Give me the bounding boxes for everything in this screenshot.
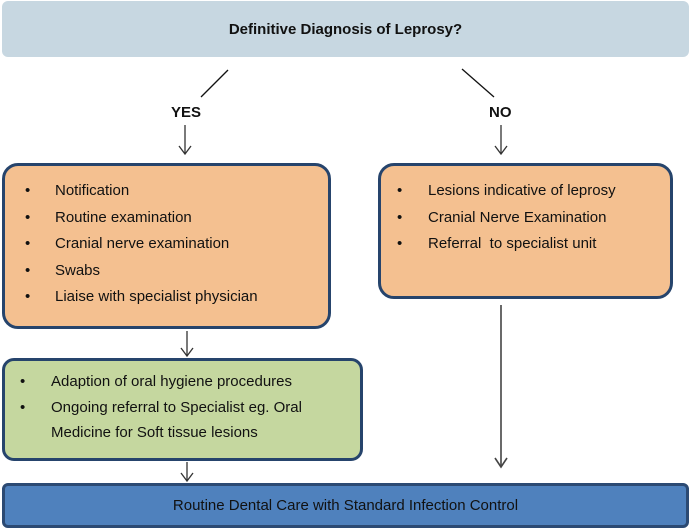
outcome-text: Routine Dental Care with Standard Infect… [172,497,519,514]
no-label: NO [489,104,512,121]
yes-arrow [178,125,192,156]
list-item: •Adaption of oral hygiene procedures [20,369,350,395]
list-item: •Lesions indicative of leprosy [397,178,616,205]
no-actions-list: •Lesions indicative of leprosy •Cranial … [397,178,616,258]
no-to-outcome-arrow [494,305,508,469]
bullet-icon: • [20,373,26,390]
bullet-icon: • [25,261,31,279]
no-actions-box: •Lesions indicative of leprosy •Cranial … [378,163,673,299]
list-item: •Notification [25,178,258,205]
list-item: •Ongoing referral to Specialist eg. Oral… [20,395,350,446]
yes-to-green-arrow [180,331,194,358]
list-item: •Cranial Nerve Examination [397,205,616,232]
bullet-icon: • [397,182,403,199]
no-branch-line [461,68,495,98]
bullet-icon: • [25,208,31,226]
list-item: •Cranial nerve examination [25,231,258,258]
yes-actions-box: •Notification •Routine examination •Cran… [2,163,331,329]
outcome-box: Routine Dental Care with Standard Infect… [2,483,689,528]
bullet-icon: • [397,208,403,226]
list-item: •Swabs [25,258,258,285]
no-arrow [494,125,508,156]
yes-label: YES [171,104,202,121]
yes-branch-line [200,69,229,98]
yes-actions-list: •Notification •Routine examination •Cran… [25,178,258,311]
green-to-outcome-arrow [180,462,194,483]
bullet-icon: • [25,288,31,305]
bullet-icon: • [25,235,31,252]
diagnosis-question-box: Definitive Diagnosis of Leprosy? [2,1,689,57]
list-item: •Referral to specialist unit [397,231,616,258]
bullet-icon: • [25,182,31,199]
list-item: •Liaise with specialist physician [25,284,258,311]
list-item: •Routine examination [25,205,258,232]
followup-list: •Adaption of oral hygiene procedures •On… [20,369,350,446]
bullet-icon: • [20,398,26,416]
diagnosis-question-text: Definitive Diagnosis of Leprosy? [228,20,463,38]
followup-box: •Adaption of oral hygiene procedures •On… [2,358,363,461]
bullet-icon: • [397,235,403,252]
